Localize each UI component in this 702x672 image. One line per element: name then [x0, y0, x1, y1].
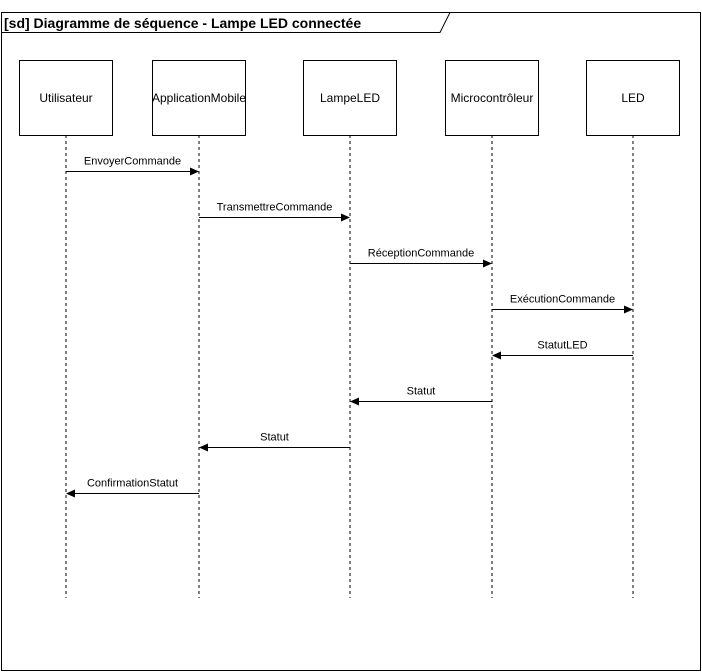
lifeline-label: ApplicationMobile [152, 91, 246, 105]
arrowhead-icon [341, 213, 350, 222]
message[interactable]: EnvoyerCommande [66, 156, 199, 176]
lifeline-lampeled[interactable]: LampeLED [303, 60, 397, 599]
lifeline-applicationmobile[interactable]: ApplicationMobile [152, 60, 246, 599]
message[interactable]: ConfirmationStatut [66, 478, 199, 498]
lifeline-label: LampeLED [320, 91, 380, 105]
message-label: TransmettreCommande [217, 202, 333, 214]
message-label: ExécutionCommande [510, 294, 615, 306]
lifeline-box[interactable] [445, 60, 539, 136]
arrowhead-icon [350, 397, 359, 406]
message[interactable]: Statut [199, 432, 350, 452]
message[interactable]: RéceptionCommande [350, 248, 492, 268]
lifeline-box[interactable] [586, 60, 680, 136]
lifeline-label: LED [621, 91, 645, 105]
diagram-frame: [sd] Diagramme de séquence - Lampe LED c… [1, 12, 701, 671]
lifeline-box[interactable] [303, 60, 397, 136]
lifeline-utilisateur[interactable]: Utilisateur [19, 60, 113, 599]
message[interactable]: ExécutionCommande [492, 294, 633, 314]
message[interactable]: TransmettreCommande [199, 202, 350, 222]
lifeline-label: Utilisateur [39, 91, 92, 105]
lifeline-box[interactable] [152, 60, 246, 136]
arrowhead-icon [190, 167, 199, 176]
lifeline-led[interactable]: LED [586, 60, 680, 599]
lifeline-microcontrôleur[interactable]: Microcontrôleur [445, 60, 539, 599]
arrowhead-icon [624, 305, 633, 314]
message-label: StatutLED [537, 340, 587, 352]
message-label: ConfirmationStatut [87, 478, 178, 490]
arrowhead-icon [492, 351, 501, 360]
lifeline-box[interactable] [19, 60, 113, 136]
message[interactable]: Statut [350, 386, 492, 406]
arrowhead-icon [483, 259, 492, 268]
lifeline-label: Microcontrôleur [451, 91, 534, 105]
frame-title: [sd] Diagramme de séquence - Lampe LED c… [4, 15, 361, 31]
message[interactable]: StatutLED [492, 340, 633, 360]
message-label: EnvoyerCommande [84, 156, 181, 168]
message-label: Statut [260, 432, 289, 444]
arrowhead-icon [66, 489, 75, 498]
message-label: Statut [407, 386, 436, 398]
arrowhead-icon [199, 443, 208, 452]
message-label: RéceptionCommande [368, 248, 474, 260]
